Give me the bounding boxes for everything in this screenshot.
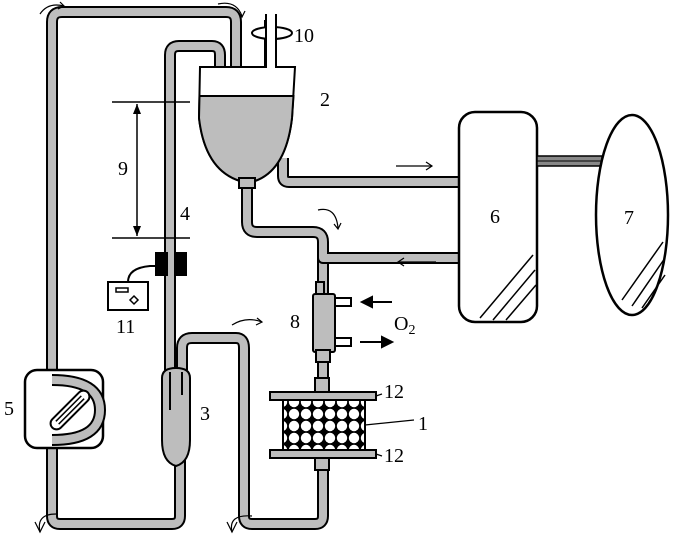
label-oxygen-main: O (394, 313, 408, 335)
label-bioreactor: 1 (418, 413, 428, 435)
label-oxygenator: 8 (290, 311, 300, 333)
tube-core (166, 42, 224, 370)
gas-arrows (359, 295, 395, 349)
oxygenator (312, 281, 352, 363)
label-bubble-trap: 3 (200, 403, 210, 425)
bubble-trap (161, 366, 191, 468)
tube-core (48, 8, 240, 380)
label-oxygen-sub: 2 (408, 323, 415, 338)
tube-core (48, 420, 184, 528)
label-liver: 7 (624, 207, 634, 229)
height-dimension (112, 101, 190, 239)
tube-core (178, 334, 327, 528)
sensor-unit (107, 252, 187, 311)
reservoir (197, 66, 297, 189)
label-leaders (364, 393, 415, 457)
tube-core (279, 158, 460, 186)
valve (251, 14, 293, 68)
tube-core (243, 178, 327, 294)
tube-core (319, 252, 460, 262)
label-reservoir: 2 (320, 89, 330, 111)
label-return-line: 4 (180, 203, 190, 225)
peristaltic-pump (23, 368, 107, 450)
label-endplate-top: 12 (384, 381, 404, 403)
liver-ellipse (594, 113, 670, 317)
label-height: 9 (118, 158, 128, 180)
label-pump: 5 (4, 398, 14, 420)
label-organ-chamber: 6 (490, 206, 500, 228)
label-sensor: 11 (116, 316, 135, 338)
label-endplate-bottom: 12 (384, 445, 404, 467)
flow-arrows (34, 1, 436, 534)
bioreactor (269, 377, 377, 471)
organ-chamber (457, 110, 539, 324)
label-valve: 10 (294, 25, 314, 47)
connector-rod (536, 155, 603, 167)
label-oxygen: O2 (394, 313, 415, 338)
